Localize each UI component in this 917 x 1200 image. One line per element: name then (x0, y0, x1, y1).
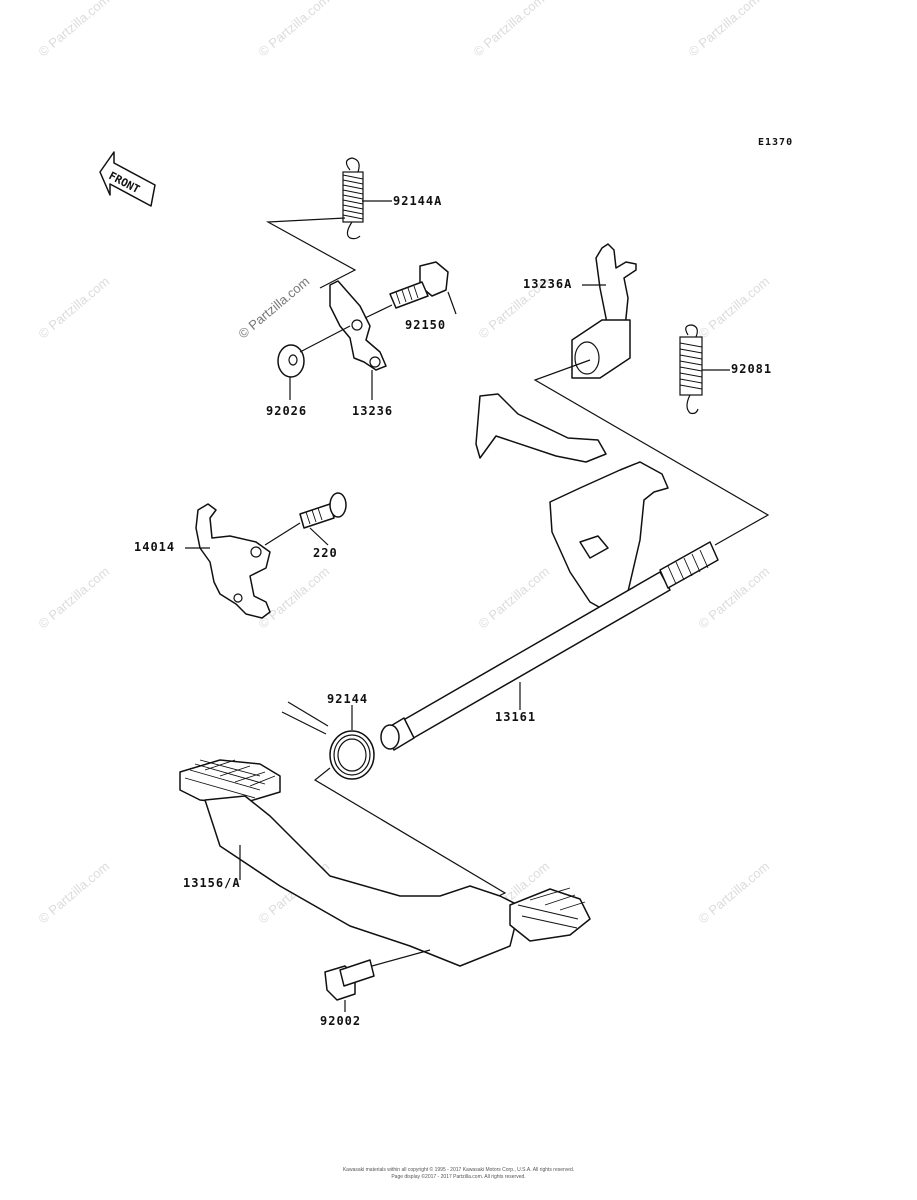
part-label-92150[interactable]: 92150 (405, 318, 447, 332)
part-92150-bolt (364, 261, 449, 319)
spring-92144 (281, 701, 375, 780)
part-label-92026[interactable]: 92026 (266, 404, 308, 418)
spring-92144a (342, 157, 364, 240)
part-13236a-lever (571, 243, 637, 379)
part-label-13161[interactable]: 13161 (495, 710, 537, 724)
label-leaders (185, 200, 730, 1012)
part-label-14014[interactable]: 14014 (134, 540, 176, 554)
leader-group-2 (533, 359, 770, 546)
part-label-92144[interactable]: 92144 (327, 692, 369, 706)
part-13156a-pedal (179, 759, 591, 967)
spring-92081 (679, 324, 703, 415)
part-label-13156a[interactable]: 13156/A (183, 876, 241, 890)
part-92026-washer (277, 325, 351, 378)
part-14014-arm (195, 503, 271, 619)
part-label-92144a[interactable]: 92144A (393, 194, 443, 208)
part-label-220[interactable]: 220 (313, 546, 338, 560)
part-label-92002[interactable]: 92002 (320, 1014, 362, 1028)
part-220-bolt (264, 492, 347, 546)
front-arrow-icon: FRONT (99, 151, 156, 207)
part-13236-arm (329, 280, 387, 371)
part-92002-bolt (324, 949, 431, 1001)
part-label-13236[interactable]: 13236 (352, 404, 394, 418)
copyright-line-2: Page display ©2017 - 2017 Partzilla.com.… (391, 1174, 526, 1180)
part-label-92081[interactable]: 92081 (731, 362, 773, 376)
part-label-13236a[interactable]: 13236A (523, 277, 573, 291)
leader-group-1 (265, 217, 357, 289)
diagram-code: E1370 (758, 137, 794, 148)
part-13161-shift-shaft (380, 393, 719, 751)
copyright-line-1: Kawasaki materials within all copyright … (342, 1167, 575, 1173)
